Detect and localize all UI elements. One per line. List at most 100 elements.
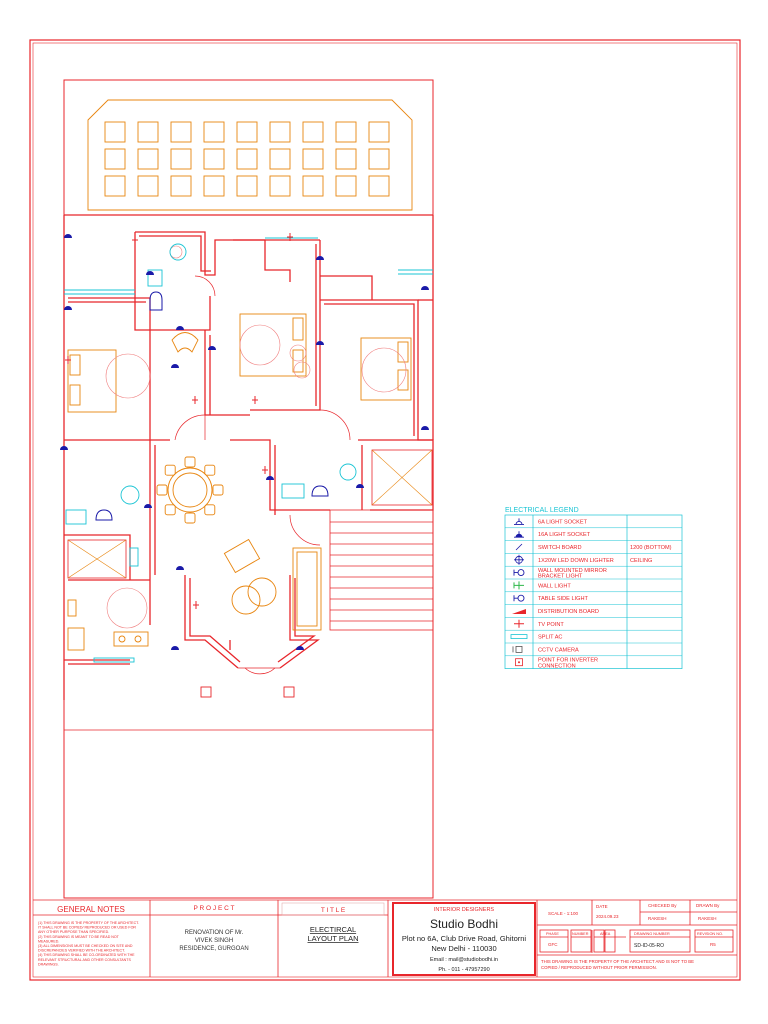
solar-panel: [137, 121, 159, 143]
tv-point-icon: [514, 619, 524, 628]
project-line-1: RENOVATION OF Mr.: [185, 930, 244, 936]
solar-panel: [137, 175, 159, 197]
firm-name: Studio Bodhi: [430, 917, 498, 931]
solar-panel: [137, 148, 159, 170]
copyright-line-1: THIS DRAWING IS THE PROPERTY OF THE ARCH…: [541, 959, 694, 964]
solar-panel: [302, 121, 324, 143]
legend-label: SPLIT AC: [538, 635, 562, 641]
switch-board-point: [176, 326, 184, 330]
general-note-line: (1) THIS DRAWING IS THE PROPERTY OF THE …: [38, 921, 139, 925]
phase-value: GFC: [548, 942, 558, 947]
ceiling-fans: [105, 245, 407, 629]
solar-panel: [236, 121, 258, 143]
switch-board-point: [316, 256, 324, 260]
solar-panel: [236, 148, 258, 170]
title-heading: T I T L E: [321, 907, 346, 914]
phase-label: PHASE: [546, 932, 559, 936]
date-label: DATE: [596, 904, 608, 909]
switch-board-point: [266, 476, 274, 480]
split-ac-icon: [510, 634, 528, 639]
title-block: [33, 900, 737, 977]
legend-label: 6A LIGHT SOCKET: [538, 519, 588, 525]
legend-note: CEILING: [630, 558, 652, 564]
furniture: [67, 313, 412, 651]
general-note-line: ANY OTHER PURPOSE THAN SPECIFIED.: [38, 930, 109, 934]
switch-board-point: [60, 446, 68, 450]
electrical-points: [60, 233, 429, 650]
checked-by-label: CHECKED By: [648, 903, 677, 908]
general-note-line: DRAWINGS.: [38, 962, 59, 966]
wall-light-icon: [513, 581, 524, 590]
inverter-point-icon: [515, 658, 523, 667]
drawn-by-value: RAKESH: [698, 916, 717, 921]
sanitary-fixtures: [95, 291, 329, 521]
dining-chair: [164, 504, 176, 516]
socket-16a-icon: [514, 531, 524, 538]
legend-label: WALL LIGHT: [538, 583, 571, 589]
mirror-bracket-light-icon: [513, 569, 525, 577]
project-line-2: VIVEK SINGH: [195, 938, 233, 944]
legend-label: TABLE SIDE LIGHT: [538, 596, 589, 602]
legend-note: 1200 (BOTTOM): [630, 545, 672, 551]
dining-chair: [184, 456, 196, 468]
switch-board-point: [176, 566, 184, 570]
dining-chair: [212, 484, 224, 496]
solar-panel: [236, 175, 258, 197]
solar-panel: [170, 121, 192, 143]
general-note-line: (3) ALL DIMENSIONS MUST BE CHECKED ON SI…: [38, 944, 133, 948]
solar-panel: [302, 148, 324, 170]
solar-panel: [170, 148, 192, 170]
switch-board-point: [356, 484, 364, 488]
date-value: 2024.09.23: [596, 914, 619, 919]
drawing-number-label: DRAWING NUMBER: [634, 932, 670, 936]
sheet-border: [29, 39, 741, 981]
switch-board-point: [64, 234, 72, 238]
switch-board-point: [316, 341, 324, 345]
legend-label: TV POINT: [538, 622, 564, 628]
floor-plan: [60, 79, 434, 899]
dining-chair: [204, 504, 216, 516]
cctv-camera-icon: [512, 646, 523, 653]
general-notes-heading: GENERAL NOTES: [57, 905, 125, 914]
led-down-lighter-icon: [514, 554, 524, 565]
legend-label: 1X20W LED DOWN LIGHTER: [538, 558, 614, 564]
general-note-line: (4) THIS DRAWING SHALL BE CO-ORDINATED W…: [38, 953, 135, 957]
door-swings: [174, 275, 351, 675]
switch-board-point: [144, 504, 152, 508]
dining-chair: [164, 464, 176, 476]
title-line-2: LAYOUT PLAN: [308, 934, 359, 943]
scale: SCALE - 1:100: [548, 911, 579, 916]
legend-label: CCTV CAMERA: [538, 647, 579, 653]
general-note-line: IT SHALL NOT BE COPIED/ REPRODUCED OR US…: [38, 926, 136, 930]
drawn-by-label: DRAWN By: [696, 903, 720, 908]
solar-panel: [302, 175, 324, 197]
solar-panel: [269, 148, 291, 170]
number-label: NUMBER: [572, 932, 589, 936]
revision-label: REVISION NO.: [697, 932, 723, 936]
switch-board-point: [171, 646, 179, 650]
general-note-line: (2) THIS DRAWING IS MEANT TO BE READ NOT: [38, 935, 120, 939]
copyright-line-2: COPIED / REPRODUCED WITHOUT PRIOR PERMIS…: [541, 965, 657, 970]
solar-panel: [368, 175, 390, 197]
switch-board-point: [171, 364, 179, 368]
area-label: AREA: [600, 932, 611, 936]
switch-board-point: [296, 646, 304, 650]
solar-panel: [104, 121, 126, 143]
title-line-1: ELECTIRCAL: [310, 925, 356, 934]
dining-chair: [204, 464, 216, 476]
legend-label: 16A LIGHT SOCKET: [538, 532, 591, 538]
walls: [63, 214, 434, 700]
staircase: [329, 509, 434, 631]
switch-board-point: [208, 346, 216, 350]
general-note-line: RELEVANT STRUCTURAL AND OTHER CONSULTANT…: [38, 958, 131, 962]
general-note-line: MEASURED.: [38, 939, 59, 943]
solar-panel: [170, 175, 192, 197]
dining-chair: [184, 512, 196, 524]
socket-6a-icon: [514, 518, 524, 525]
switch-board-point: [146, 271, 154, 275]
firm-address: Plot no 6A, Club Drive Road, Ghitorni: [402, 934, 527, 943]
table-side-light-icon: [513, 594, 525, 602]
